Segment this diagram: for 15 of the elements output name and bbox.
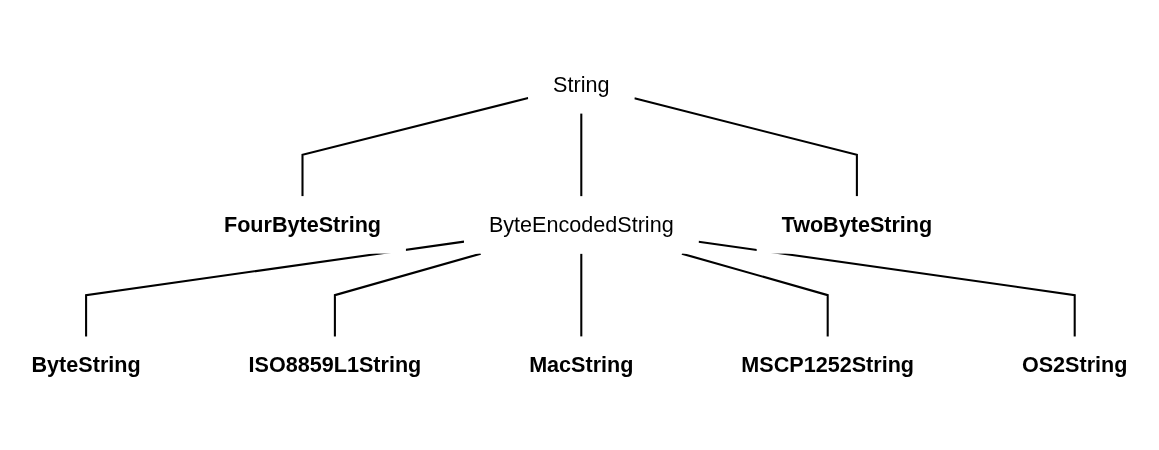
connector — [681, 252, 829, 337]
connector — [580, 253, 583, 337]
node-text: ISO8859L1String — [248, 352, 422, 378]
connector — [333, 252, 481, 337]
connector — [301, 97, 529, 197]
connector — [634, 97, 858, 197]
node-text: MSCP1252String — [741, 352, 915, 378]
connector — [698, 240, 1076, 337]
node-text: String — [553, 71, 610, 97]
connector — [580, 113, 583, 197]
connector — [85, 240, 465, 337]
node-text: MacString — [529, 352, 634, 378]
node-text: ByteString — [31, 352, 141, 378]
node-text: OS2String — [1021, 352, 1128, 378]
node-text: ByteEncodedString — [488, 212, 674, 238]
